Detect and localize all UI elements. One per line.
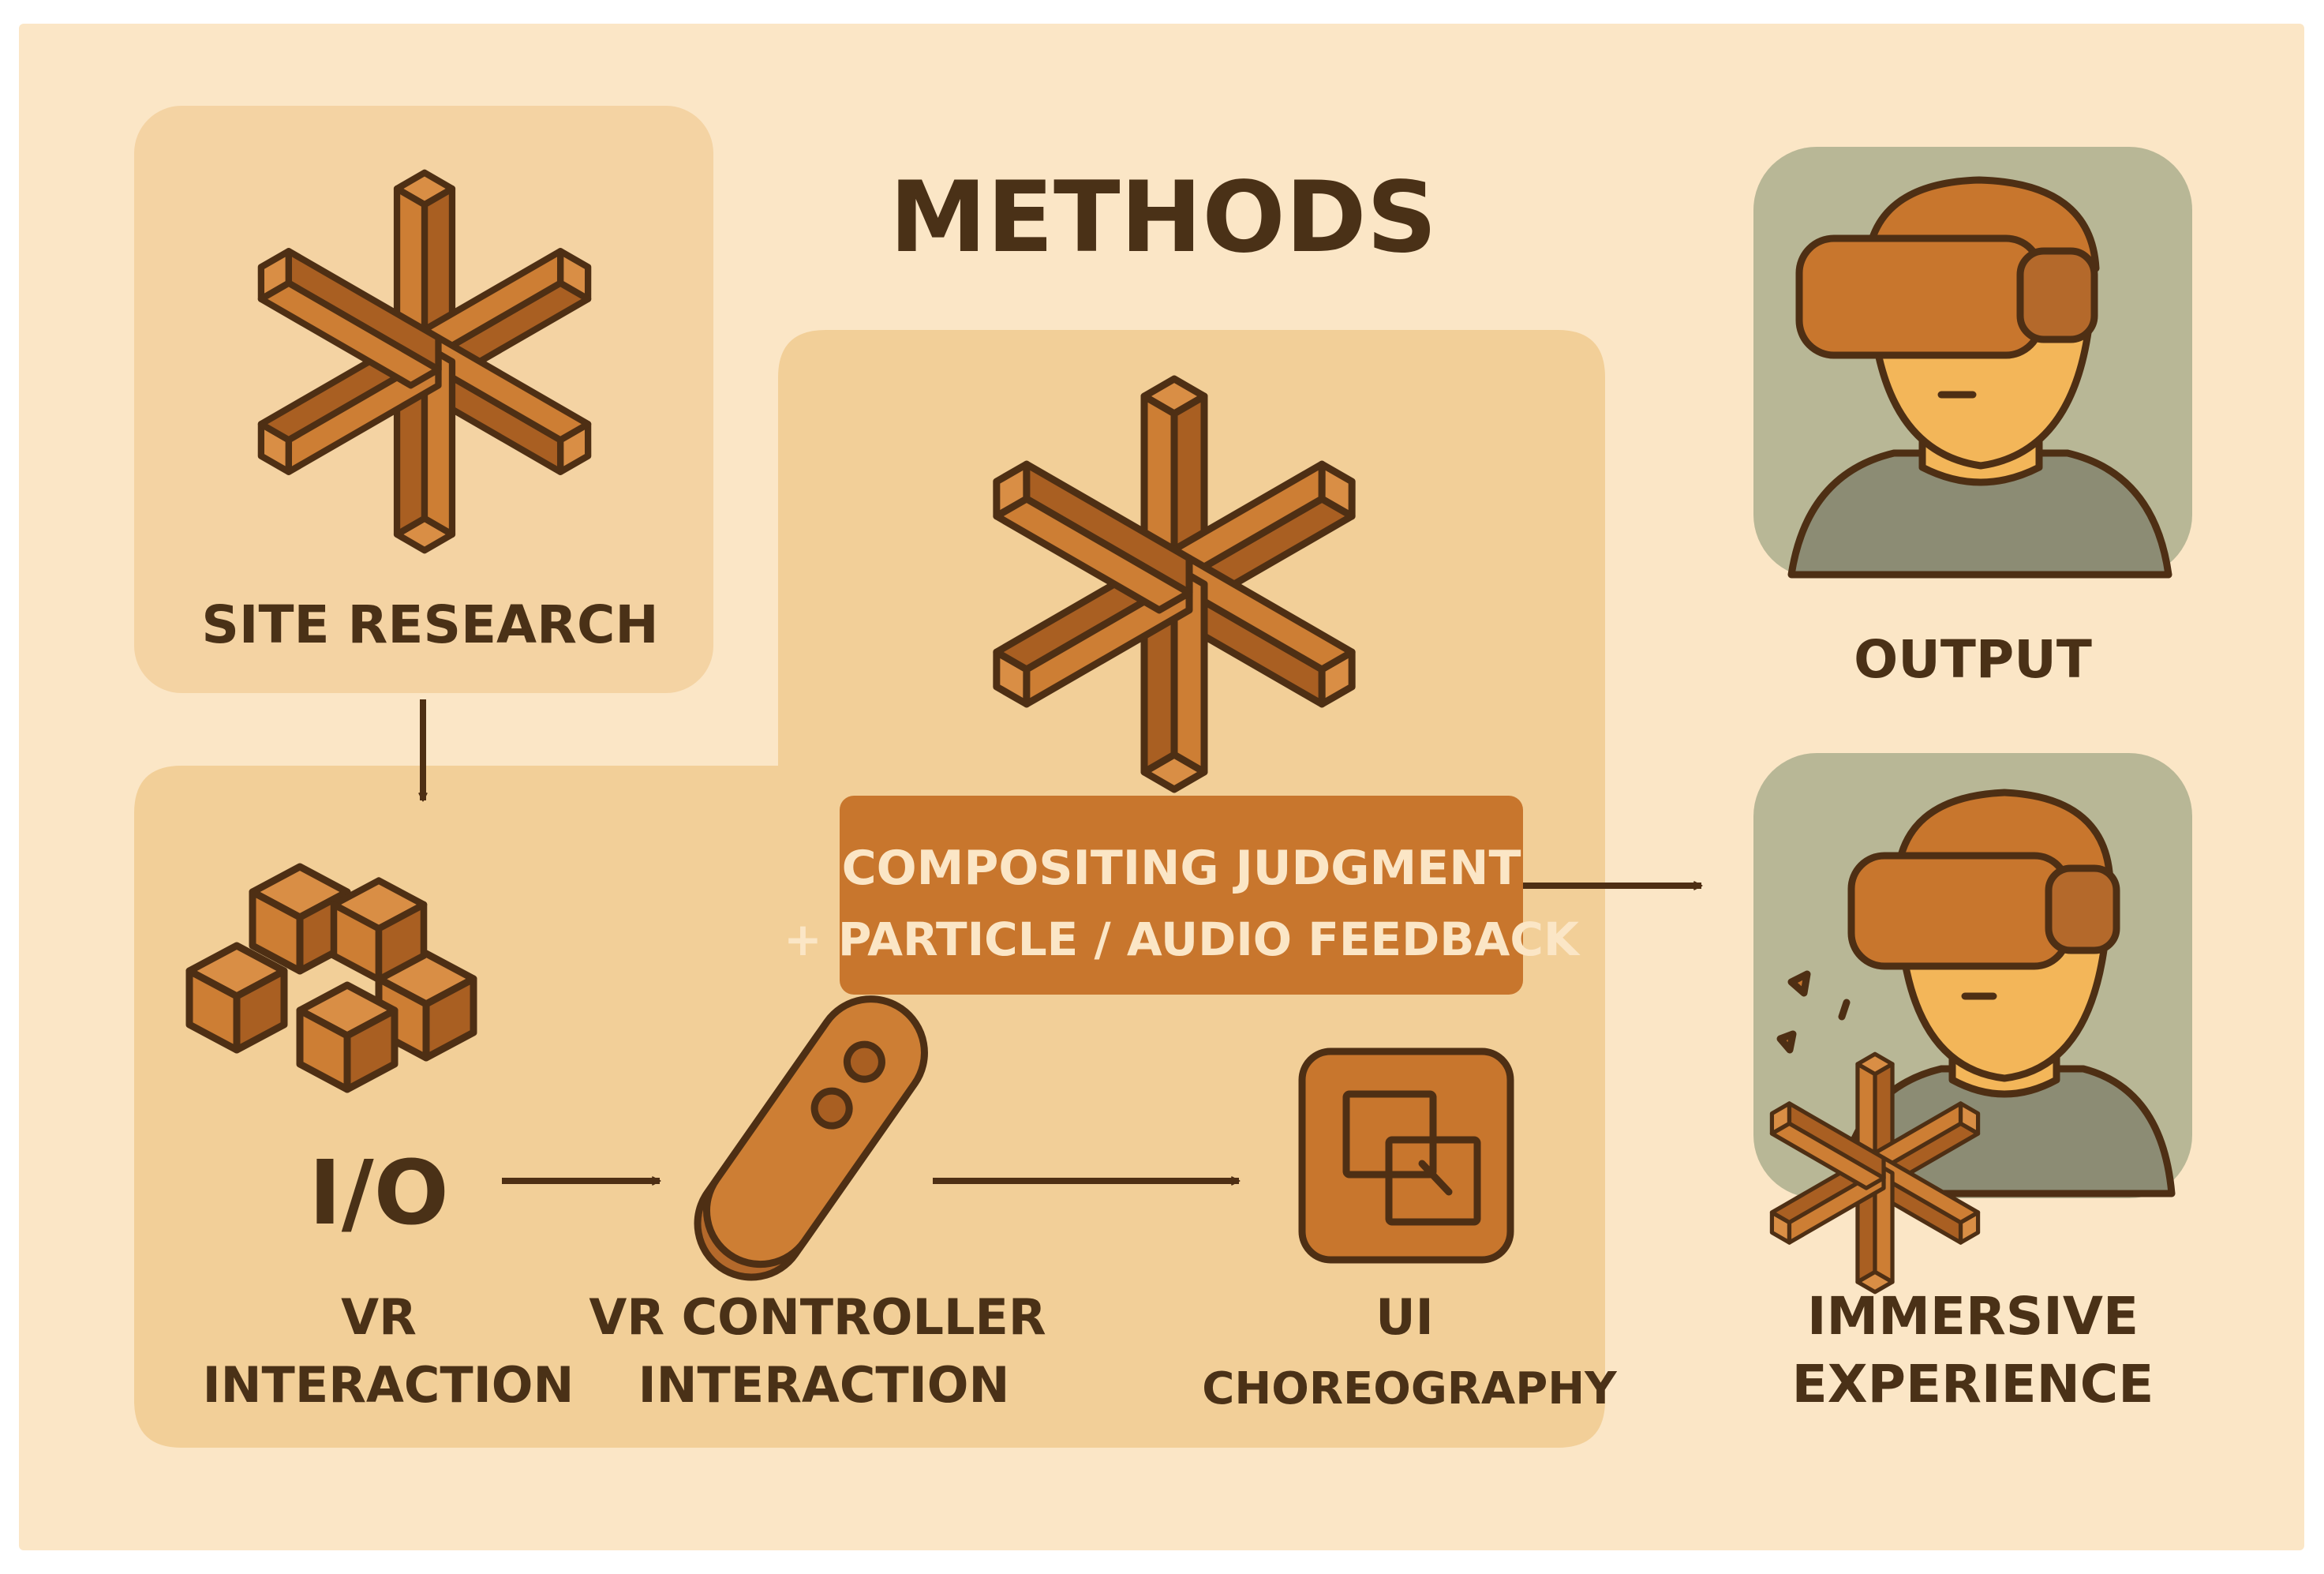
immersive-node: IMMERSIVE EXPERIENCE — [1753, 753, 2192, 1415]
compositing-label-line1: COMPOSITING JUDGMENT — [842, 841, 1521, 896]
immersive-label-line2: EXPERIENCE — [1792, 1354, 2154, 1415]
page-title: METHODS — [889, 161, 1437, 275]
compositing-node: COMPOSITING JUDGMENT + PARTICLE / AUDIO … — [784, 796, 1581, 995]
overlapping-windows-icon — [1298, 1047, 1514, 1264]
vr-interaction-label-line1: VR — [341, 1288, 417, 1346]
ui-choreography-label-line1: UI — [1375, 1288, 1433, 1346]
vr-interaction-label-line2: INTERACTION — [203, 1356, 574, 1414]
immersive-label-line1: IMMERSIVE — [1807, 1286, 2139, 1347]
io-text: I/O — [309, 1142, 449, 1245]
output-node: OUTPUT — [1753, 147, 2192, 690]
vr-headset-person-with-asterisk-icon — [1763, 789, 2176, 1292]
ui-choreography-label-line2: CHOREOGRAPHY — [1202, 1363, 1618, 1415]
vr-headset-person-icon — [1787, 176, 2172, 579]
vr-controller-label-line1: VR CONTROLLER — [589, 1288, 1046, 1346]
vr-controller-label-line2: INTERACTION — [638, 1356, 1010, 1414]
compositing-label-line2: + PARTICLE / AUDIO FEEDBACK — [784, 913, 1581, 966]
compositing-box — [840, 796, 1523, 995]
site-research-node: SITE RESEARCH — [201, 173, 659, 655]
output-label: OUTPUT — [1854, 629, 2092, 690]
vr-controller-icon — [694, 995, 928, 1281]
site-research-label: SITE RESEARCH — [201, 594, 658, 655]
